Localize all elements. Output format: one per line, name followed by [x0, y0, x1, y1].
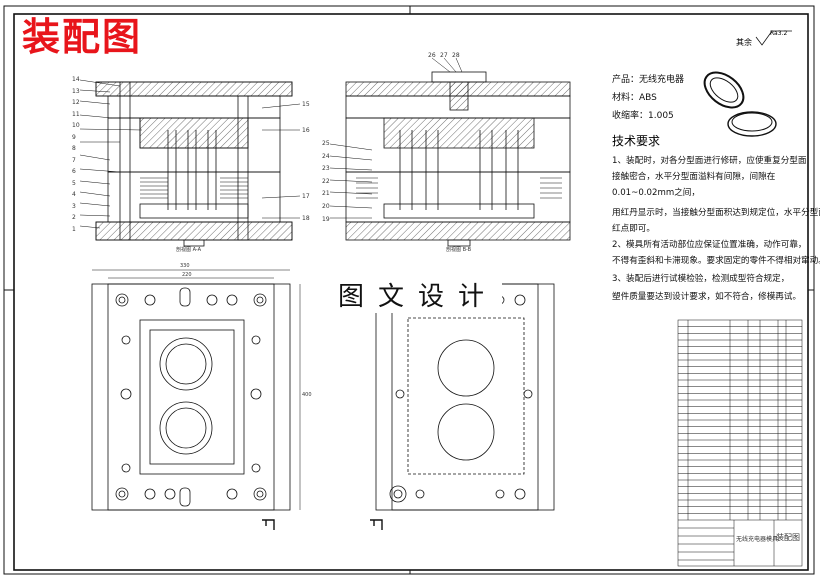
callout-number: 6: [72, 168, 76, 175]
watermark-text: 图文设计: [334, 276, 503, 313]
requirement-line: 1、装配时，对各分型面进行修研，应使重复分型面: [612, 156, 807, 166]
callout-number: 8: [72, 145, 76, 152]
callout-number: 24: [322, 152, 330, 160]
dimension-text: 330: [180, 263, 190, 269]
callout-number: 20: [322, 203, 330, 210]
callout-number: 15: [302, 101, 310, 108]
callout-number: 5: [72, 179, 76, 187]
callout-number: 10: [72, 122, 80, 129]
callout-number: 4: [72, 191, 76, 198]
dimension-text: 220: [182, 272, 192, 278]
plan-view-left: [91, 269, 301, 530]
section-b-view: [329, 57, 571, 247]
callout-number: 27: [440, 52, 448, 59]
callout-number: 26: [428, 52, 436, 59]
callout-number: 17: [302, 193, 310, 200]
product-name: 产品：无线充电器: [612, 75, 685, 85]
bom-frame: [677, 319, 803, 567]
requirement-line: 3、装配后进行试模检验，检测成型符合规定，: [612, 274, 790, 284]
page-title: 装配图: [22, 15, 143, 59]
roughness-value: Ra3.2: [770, 30, 788, 37]
section-a-view: [79, 79, 301, 247]
callout-number: 13: [72, 87, 80, 95]
callout-number: 3: [72, 202, 76, 210]
callout-number: 12: [72, 99, 80, 106]
requirements-heading: 技术要求: [612, 134, 661, 148]
dimension-text: 400: [302, 392, 312, 398]
roughness-label: 其余: [736, 38, 752, 47]
callout-number: 21: [322, 190, 330, 198]
product-material: 材料：ABS: [612, 93, 657, 103]
requirement-line: 塑件质量要达到设计要求，如不符合，修模再试。: [612, 292, 802, 302]
callout-number: 2: [72, 214, 76, 221]
product-shrink: 收缩率：1.005: [612, 111, 674, 121]
callout-number: 18: [302, 215, 310, 222]
requirement-line: 接触密合，水平分型面溢料有间隙，间隙在: [612, 172, 776, 182]
bill-of-materials: [677, 319, 803, 567]
callout-number: 19: [322, 215, 330, 223]
callout-number: 9: [72, 133, 76, 141]
callout-number: 11: [72, 110, 80, 118]
requirement-line: 2、模具所有活动部位应保证位置准确，动作可靠，: [612, 240, 807, 250]
product-sketch: [703, 71, 777, 137]
callout-number: 23: [322, 165, 330, 173]
callout-number: 14: [72, 76, 80, 83]
inner-frame: [13, 13, 809, 571]
callout-number: 7: [72, 156, 76, 164]
requirement-line: 不得有歪斜和卡滞现象。要求固定的零件不得相对窜动。: [612, 256, 820, 266]
bom-drawing-name: 装配图: [776, 533, 800, 542]
bom-title: 无线充电器模具: [736, 536, 779, 543]
section-label-b: 剖视图 B-B: [446, 247, 472, 253]
callout-number: 1: [72, 225, 76, 233]
requirement-line: 0.01~0.02mm之间，: [612, 188, 700, 198]
callout-number: 22: [322, 177, 330, 185]
plan-view-right: [370, 283, 555, 530]
section-label-a: 剖视图 A-A: [176, 247, 202, 253]
requirement-line: 红点即可。: [612, 224, 655, 234]
callout-number: 25: [322, 140, 330, 147]
requirement-line: 用红丹显示时，当接触分型面积达到规定位，水平分型面接近: [612, 208, 820, 218]
callout-number: 16: [302, 127, 310, 134]
callout-number: 28: [452, 52, 460, 59]
